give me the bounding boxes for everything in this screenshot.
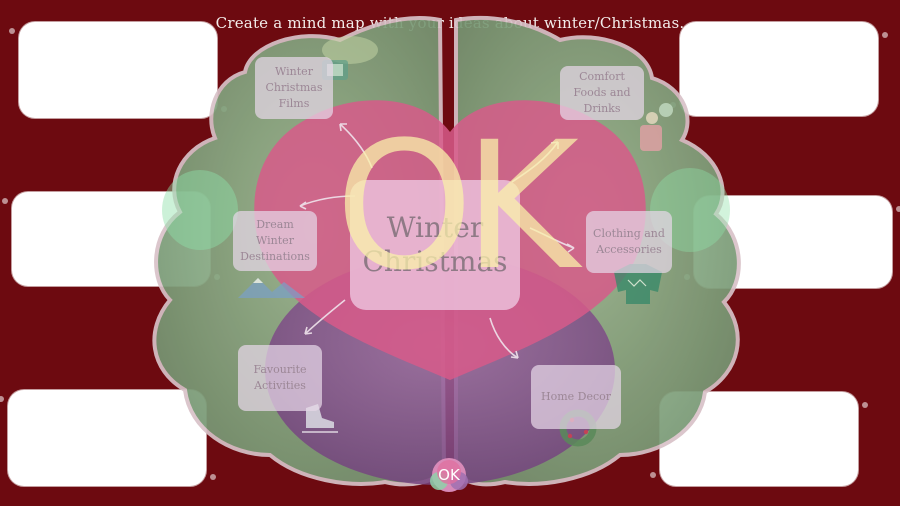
ok-button-label: OK [438,466,460,484]
mountains-icon [238,278,305,298]
answer-box-top-right[interactable] [670,22,888,116]
center-line-1: Winter [386,210,484,244]
center-topic: Winter Christmas [350,180,520,310]
ok-button[interactable]: OK [427,455,471,495]
node-home-decor: Home Decor [531,365,621,429]
node-films: Winter Christmas Films [255,57,333,119]
instruction-title: Create a mind map with your ideas about … [215,14,685,32]
ok-button-background [430,458,468,492]
sweater-icon [614,264,662,304]
node-clothing: Clothing and Accessories [586,211,672,273]
answer-box-bottom-left[interactable] [0,390,216,486]
center-line-2: Christmas [362,245,508,278]
node-destinations: Dream Winter Destinations [233,211,317,271]
cocoa-mug-icon [640,103,673,151]
node-activities: Favourite Activities [238,345,322,411]
node-comfort-foods: Comfort Foods and Drinks [560,66,644,120]
